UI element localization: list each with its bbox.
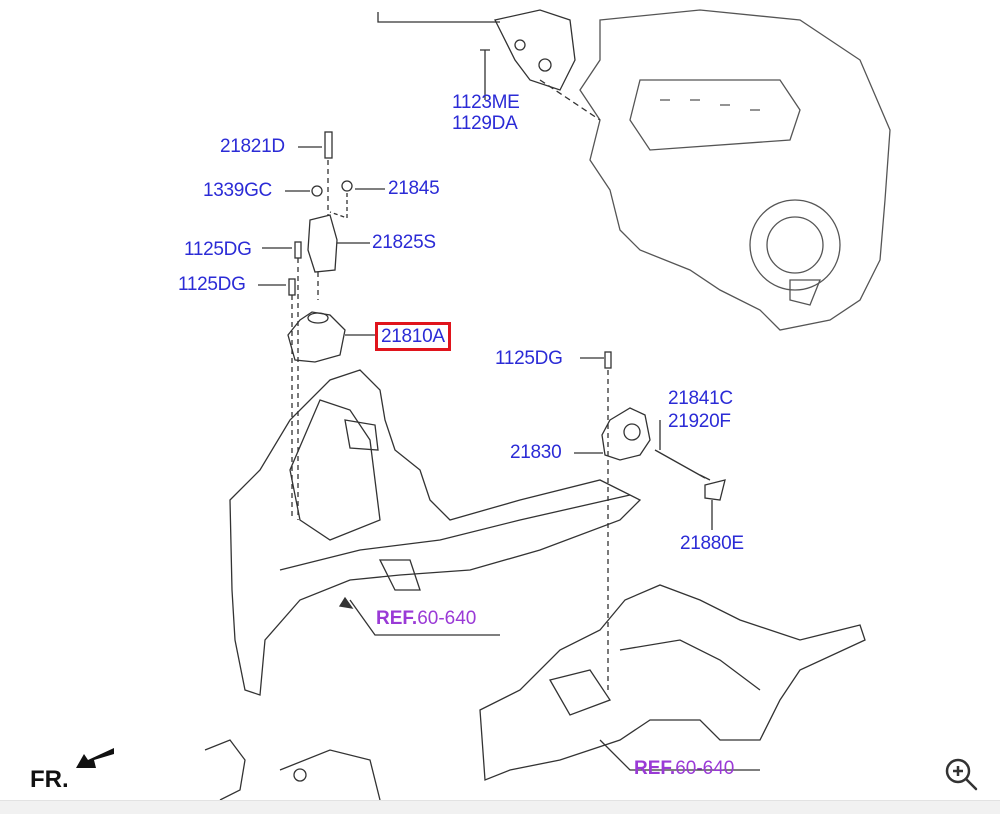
reference-link[interactable]: REF.60-640: [634, 758, 734, 780]
left-frame-drawing: [229, 369, 642, 696]
reference-link[interactable]: REF.60-640: [376, 608, 476, 630]
part-label-21880E[interactable]: 21880E: [680, 533, 744, 554]
arrow-icon: [76, 748, 114, 768]
part-label-1123ME[interactable]: 1123ME: [452, 92, 520, 113]
part-label-1125DG[interactable]: 1125DG: [184, 239, 252, 260]
part-label-1129DA[interactable]: 1129DA: [452, 113, 518, 134]
ref-number: 60-640: [417, 608, 477, 629]
right-frame-drawing: [479, 584, 866, 781]
engine-block-drawing: [579, 9, 891, 331]
left-mount-drawing: [258, 131, 385, 520]
part-label-21845[interactable]: 21845: [388, 178, 440, 199]
bottom-bar: [0, 800, 1000, 814]
upper-bracket-drawing: [377, 9, 601, 121]
part-label-21825S[interactable]: 21825S: [372, 232, 436, 253]
part-label-21841C[interactable]: 21841C: [668, 388, 733, 409]
right-mount-drawing: [574, 351, 726, 690]
ref-number: 60-640: [675, 758, 735, 779]
part-label-1125DG[interactable]: 1125DG: [495, 348, 563, 369]
ref-prefix: REF.: [376, 608, 418, 629]
ref-prefix: REF.: [634, 758, 676, 779]
front-direction-label: FR.: [30, 766, 69, 793]
part-label-1125DG[interactable]: 1125DG: [178, 274, 246, 295]
lower-fragment-drawing: [204, 739, 381, 800]
part-label-21821D[interactable]: 21821D: [220, 136, 285, 157]
part-label-1339GC[interactable]: 1339GC: [203, 180, 272, 201]
part-label-21830[interactable]: 21830: [510, 442, 562, 463]
part-label-21810A-highlighted[interactable]: 21810A: [375, 322, 451, 351]
zoom-in-icon: [945, 758, 978, 791]
zoom-in-button[interactable]: [942, 755, 980, 793]
part-label-21920F[interactable]: 21920F: [668, 411, 731, 432]
